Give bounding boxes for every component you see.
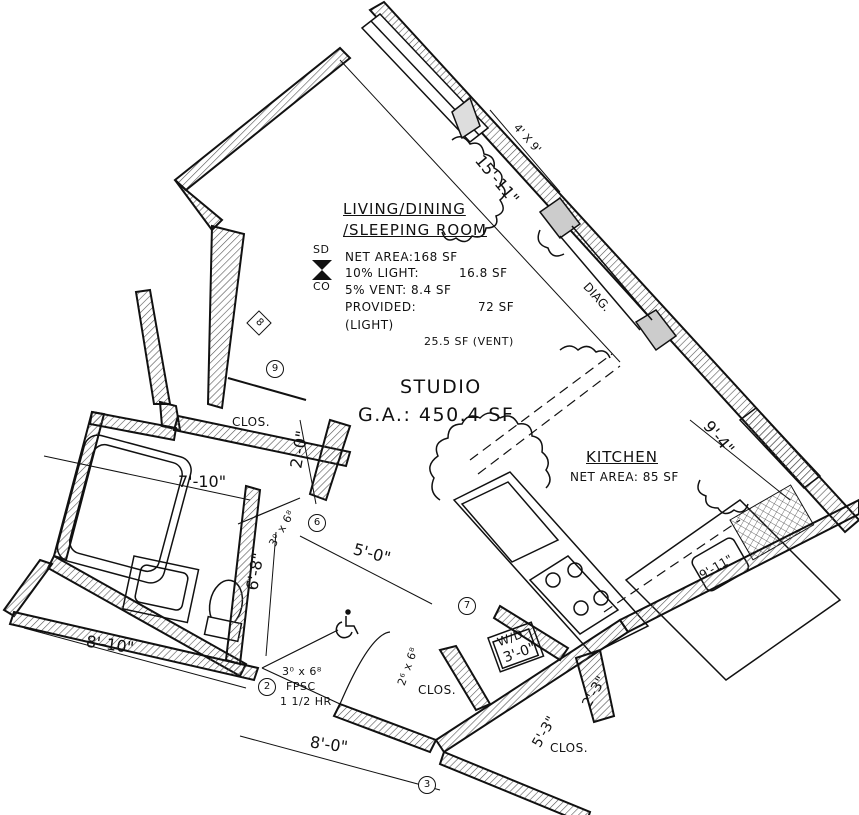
closet-rod (227, 377, 307, 401)
living-net-area: NET AREA:168 SF (345, 250, 458, 264)
kitchen-counter (452, 471, 842, 681)
revision-cloud (429, 136, 749, 515)
vanity (121, 555, 200, 624)
tag-2: 2 (258, 678, 276, 696)
living-light-paren: (LIGHT) (345, 318, 394, 332)
closet-entry-label: CLOS. (418, 683, 457, 697)
living-provided-value: 72 SF (478, 300, 515, 314)
entry-door-type: FPSC (286, 680, 316, 693)
entry-door-size: 3⁰ x 6⁸ (282, 665, 322, 678)
kitchen-net-area: NET AREA: 85 SF (570, 470, 679, 484)
living-light-label: 10% LIGHT: (345, 266, 420, 280)
entry-door-rating: 1 1/2 HR (280, 695, 332, 708)
closet-walls (172, 414, 352, 666)
exterior-wall-west (134, 46, 352, 432)
studio-label: STUDIO (400, 376, 482, 398)
living-title-line1: LIVING/DINING (343, 200, 466, 218)
wd-unit (487, 621, 545, 673)
dim-bath-width: 7'-10" (178, 472, 227, 491)
bath-door-swing (237, 497, 301, 525)
smoke-detector-icon (312, 260, 332, 280)
living-vent: 5% VENT: 8.4 SF (345, 283, 452, 297)
tag-9: 9 (266, 360, 284, 378)
closet-upper-label: CLOS. (232, 415, 271, 429)
entry-door (261, 629, 391, 705)
closet-lower-label: CLOS. (550, 741, 589, 755)
kitchen-boundary (469, 353, 741, 613)
tag-3: 3 (418, 776, 436, 794)
bathtub (56, 434, 192, 584)
studio-ga: G.A.: 450.4 SF (358, 404, 515, 426)
tag-6: 6 (308, 514, 326, 532)
living-title-line2: /SLEEPING ROOM (343, 221, 487, 239)
accessibility-icon (335, 609, 359, 639)
range-burner-icon (528, 555, 620, 635)
window-mid (538, 196, 678, 352)
diag-line (339, 59, 621, 363)
sd-label: SD (313, 243, 330, 256)
dimension-lines (23, 109, 791, 791)
window-top (360, 12, 490, 144)
exterior-wall-north (368, 0, 859, 534)
living-light-value: 16.8 SF (459, 266, 508, 280)
tag-7: 7 (458, 597, 476, 615)
kitchen-title: KITCHEN (586, 448, 658, 466)
bathroom-walls (2, 410, 260, 682)
living-provided-label: PROVIDED: (345, 300, 417, 314)
living-vent-provided: 25.5 SF (VENT) (424, 335, 514, 348)
lower-walls (332, 498, 859, 815)
window-kitchen (738, 406, 822, 490)
co-label: CO (313, 280, 331, 293)
